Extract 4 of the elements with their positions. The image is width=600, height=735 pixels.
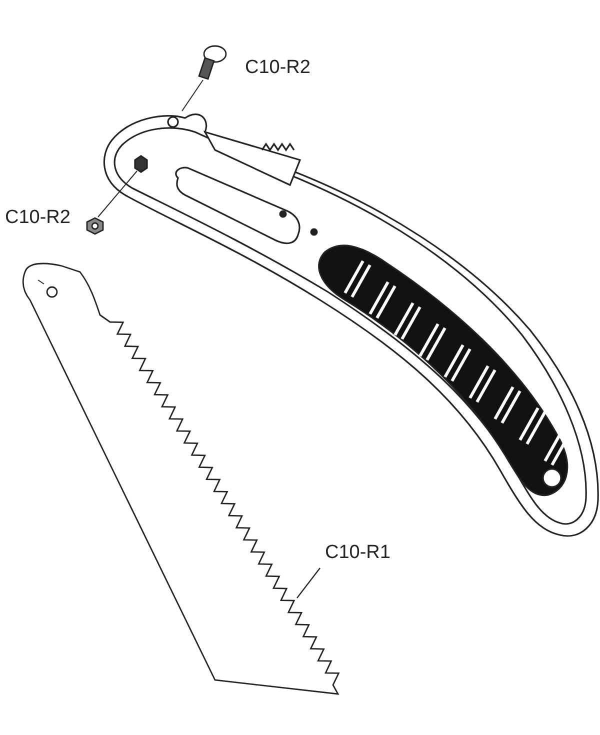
leader-line	[296, 568, 320, 598]
part-number: C10-R1	[325, 542, 395, 566]
part-number: C10-R2	[5, 207, 70, 229]
part-number: C10-R2	[245, 57, 310, 79]
